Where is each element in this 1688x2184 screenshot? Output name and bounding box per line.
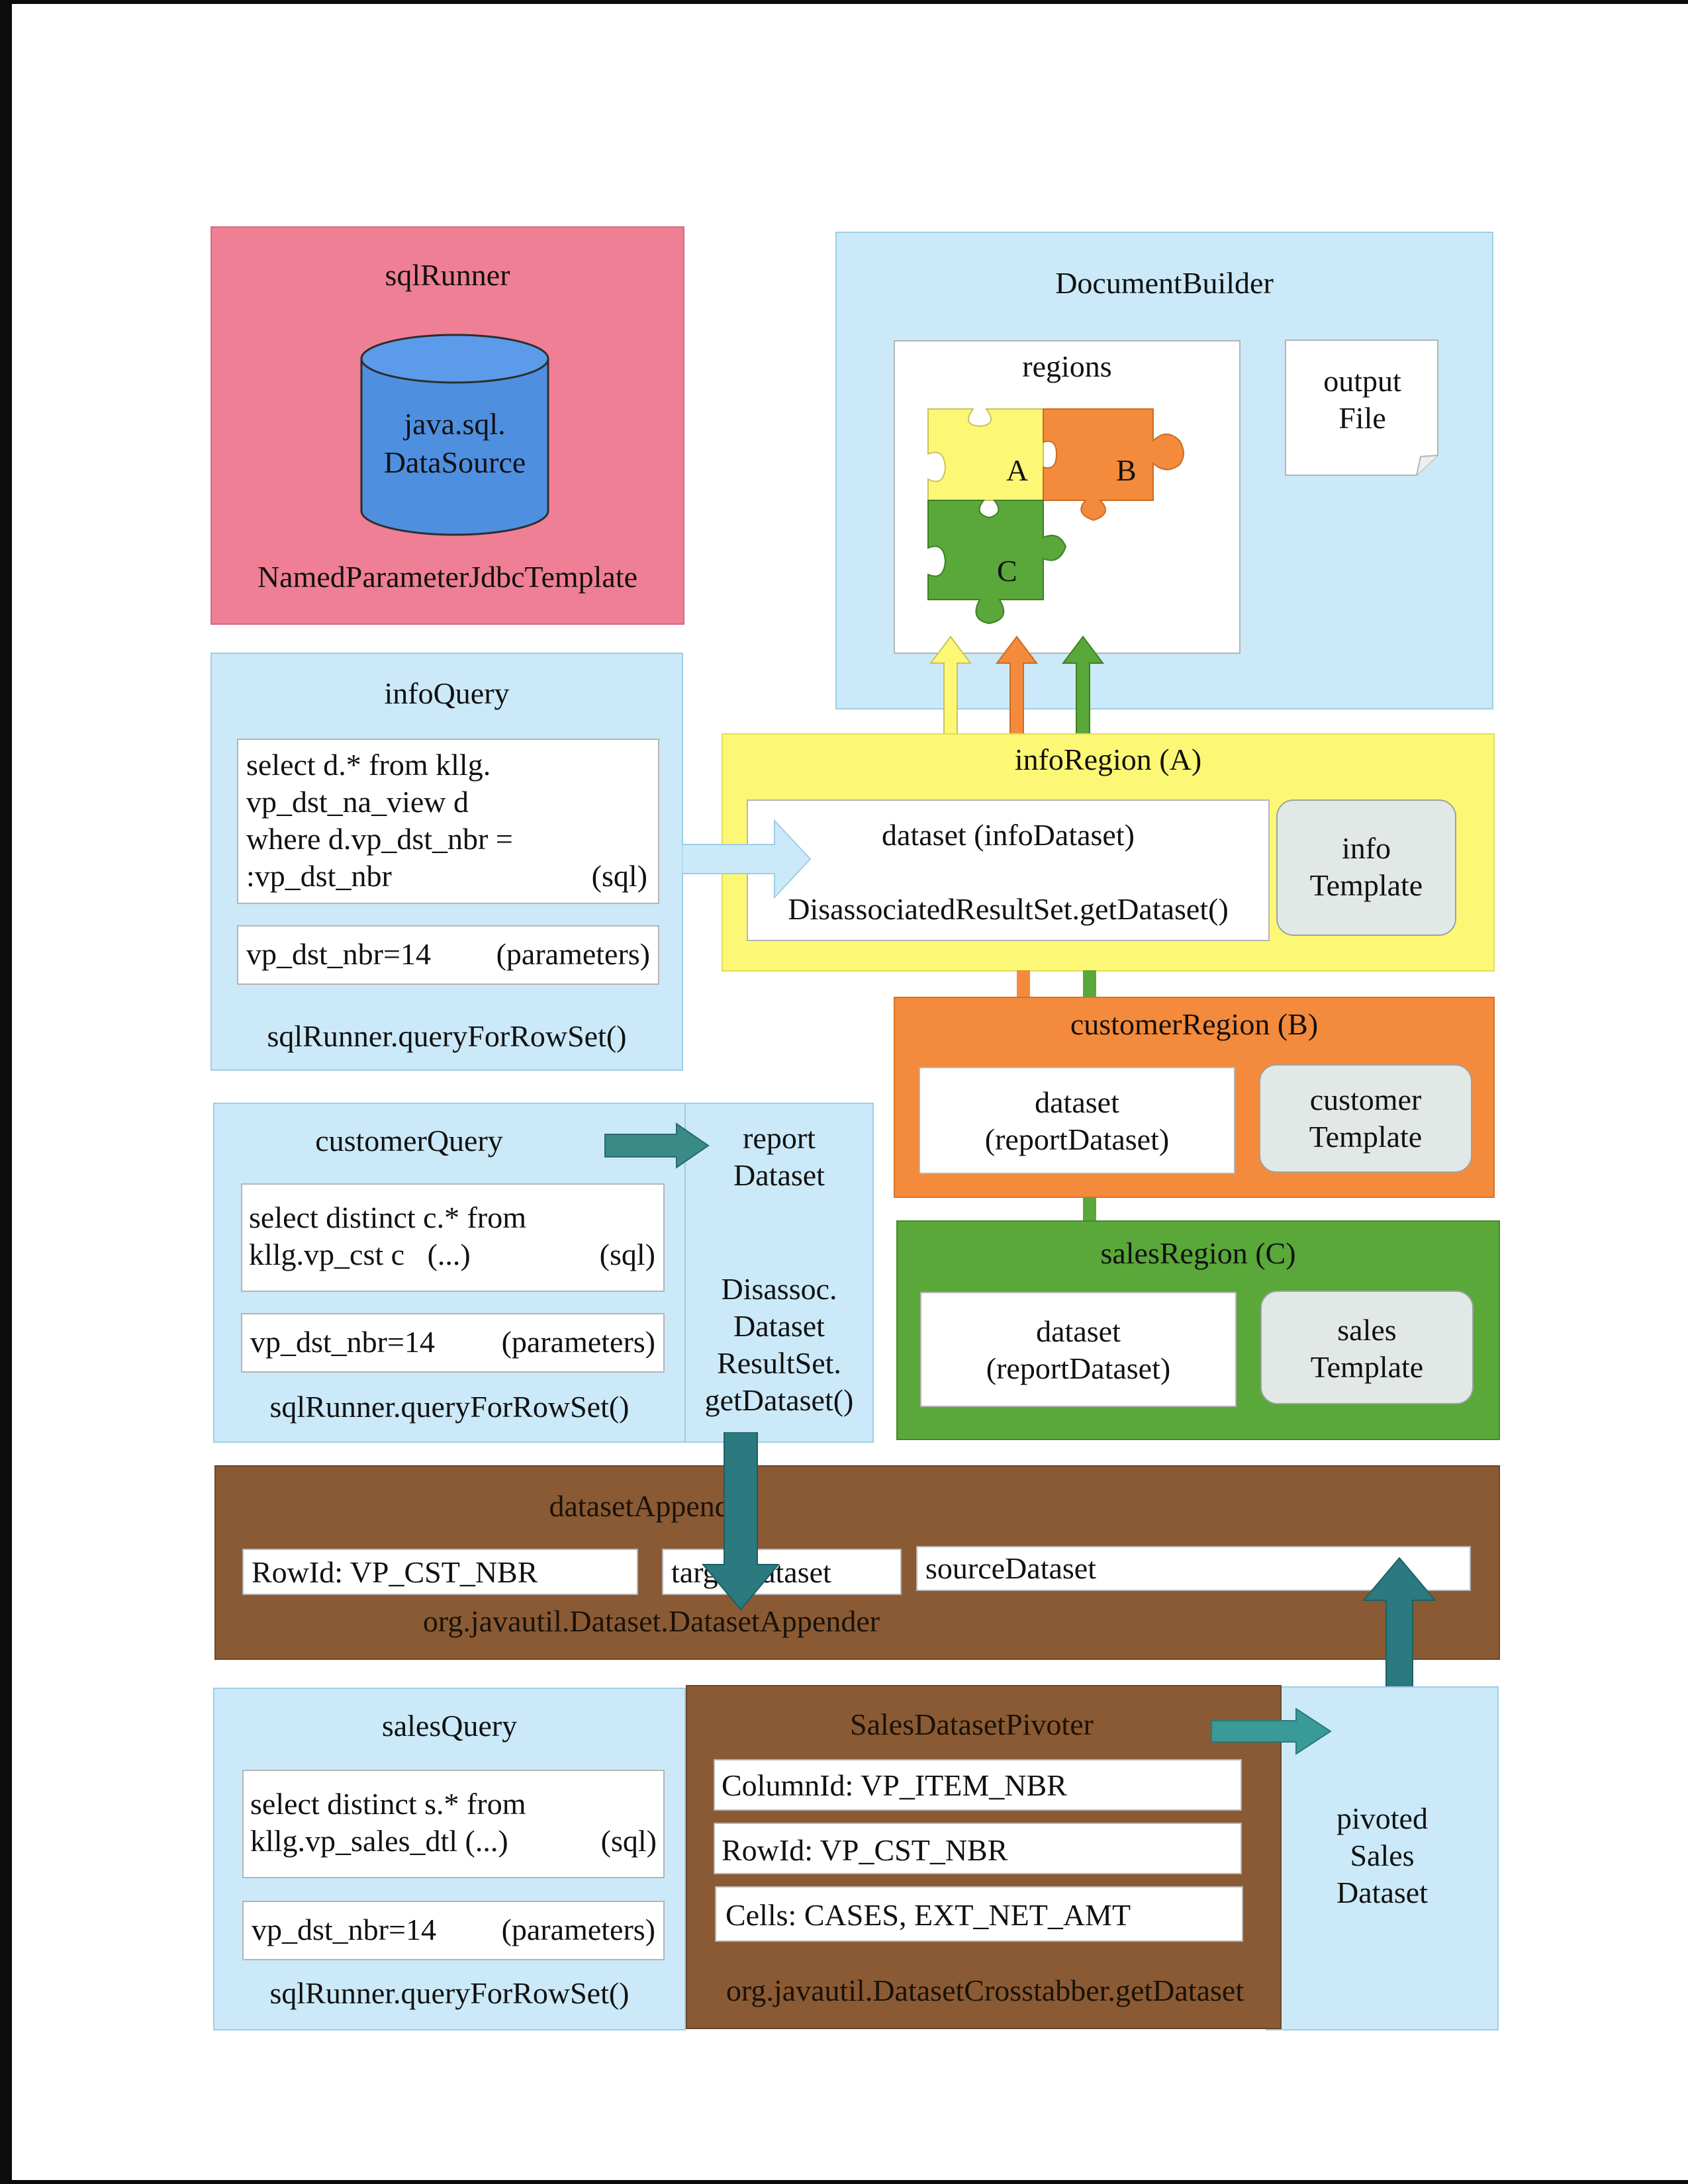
infoquery-sql: select d.* from kllg. vp_dst_na_view d w… [246, 748, 513, 893]
inforegion-dataset-source: DisassociatedResultSet.getDataset() [788, 892, 1229, 926]
customerquery-sql-tag: (sql) [599, 1238, 655, 1271]
page-edge-bottom [0, 2180, 1688, 2184]
pivoter-footer: org.javautil.DatasetCrosstabber.getDatas… [726, 1974, 1244, 2007]
piece-c-label: C [997, 554, 1017, 588]
report-dataset-panel: report Dataset Disassoc. Dataset ResultS… [684, 1103, 874, 1443]
salesquery-params-tag: (parameters) [501, 1913, 655, 1946]
customerregion-dataset: dataset (reportDataset) [984, 1085, 1170, 1156]
pivoter-cells-box: Cells: CASES, EXT_NET_AMT [715, 1886, 1243, 1942]
output-file-label: output File [1323, 364, 1401, 435]
infoquery-to-dataset-arrow [682, 819, 812, 899]
customerquery-sql: select distinct c.* from kllg.vp_cst c (… [249, 1201, 526, 1271]
customerquery-title: customerQuery [315, 1124, 503, 1158]
appender-source: sourceDataset [925, 1551, 1096, 1585]
database-icon [360, 334, 549, 536]
pivoter-cells: Cells: CASES, EXT_NET_AMT [726, 1898, 1131, 1932]
pivoted-dataset-label: pivoted Sales Dataset [1336, 1801, 1428, 1909]
datasetappender-footer: org.javautil.Dataset.DatasetAppender [422, 1604, 880, 1638]
customerregion-template-box: customer Template [1259, 1064, 1472, 1173]
green-connector [1083, 970, 1096, 997]
sqlrunner-title: sqlRunner [385, 258, 510, 292]
page-edge-top [0, 0, 1688, 4]
inforegion-dataset-box: dataset (infoDataset) DisassociatedResul… [747, 799, 1270, 941]
pivoter-columnid: ColumnId: VP_ITEM_NBR [722, 1768, 1067, 1802]
infoquery-sql-tag: (sql) [591, 859, 647, 893]
customerquery-sql-box: select distinct c.* from kllg.vp_cst c (… [241, 1183, 665, 1292]
piece-a-label: A [1006, 453, 1028, 487]
salesregion-template: sales Template [1310, 1313, 1424, 1384]
disassoc-label: Disassoc. Dataset ResultSet. getDataset(… [704, 1272, 854, 1417]
salesquery-sql-tag: (sql) [600, 1824, 657, 1858]
database-label: java.sql. DataSource [383, 407, 526, 479]
page-edge-left [0, 0, 12, 2184]
infoquery-sql-box: select d.* from kllg. vp_dst_na_view d w… [237, 739, 659, 904]
customerquery-params-tag: (parameters) [501, 1325, 655, 1359]
report-to-target-arrow [701, 1432, 780, 1611]
salesquery-footer: sqlRunner.queryForRowSet() [269, 1976, 630, 2010]
customerregion-template: customer Template [1309, 1083, 1423, 1154]
salesquery-sql-box: select distinct s.* from kllg.vp_sales_d… [242, 1770, 665, 1878]
customerquery-params: vp_dst_nbr=14 [250, 1325, 435, 1359]
regions-label: regions [1022, 349, 1112, 383]
datasetappender-title: datasetAppender [549, 1489, 754, 1523]
inforegion-dataset: dataset (infoDataset) [882, 818, 1135, 852]
salesregion-title: salesRegion (C) [1100, 1236, 1296, 1270]
salesregion-dataset: dataset (reportDataset) [986, 1314, 1171, 1385]
pivoter-to-pivoted-arrow [1211, 1707, 1332, 1755]
puzzle-icon: A B C [927, 408, 1184, 625]
pivoter-rowid-box: RowId: VP_CST_NBR [714, 1823, 1242, 1874]
customerquery-to-report-arrow [604, 1122, 710, 1169]
pivoter-rowid: RowId: VP_CST_NBR [722, 1833, 1008, 1867]
infoquery-params-box: vp_dst_nbr=14 (parameters) [237, 925, 659, 985]
sqlrunner-footer: NamedParameterJdbcTemplate [257, 560, 638, 594]
customerquery-footer: sqlRunner.queryForRowSet() [269, 1390, 630, 1424]
customerquery-params-box: vp_dst_nbr=14 (parameters) [241, 1313, 665, 1373]
salesregion-template-box: sales Template [1260, 1291, 1474, 1404]
infoquery-footer: sqlRunner.queryForRowSet() [267, 1019, 627, 1053]
up-arrows-to-regions [929, 635, 1104, 740]
green-connector-2 [1083, 1197, 1096, 1222]
sqlrunner-panel: sqlRunner java.sql. DataSource NamedPara… [211, 226, 684, 625]
appender-rowid: RowId: VP_CST_NBR [252, 1555, 538, 1589]
salesregion-dataset-box: dataset (reportDataset) [920, 1292, 1237, 1407]
salesquery-params: vp_dst_nbr=14 [252, 1913, 436, 1946]
report-dataset-label: report Dataset [733, 1121, 825, 1192]
appender-rowid-box: RowId: VP_CST_NBR [242, 1549, 638, 1595]
inforegion-template: info Template [1309, 831, 1423, 902]
piece-b-label: B [1116, 453, 1137, 487]
salesquery-title: salesQuery [381, 1709, 518, 1743]
pivoter-title: SalesDatasetPivoter [850, 1707, 1094, 1741]
infoquery-title: infoQuery [384, 676, 510, 710]
orange-connector [1017, 970, 1030, 997]
documentbuilder-title: DocumentBuilder [1055, 266, 1274, 300]
infoquery-params-tag: (parameters) [496, 937, 650, 971]
salesquery-params-box: vp_dst_nbr=14 (parameters) [242, 1901, 665, 1960]
output-file-icon [1285, 340, 1438, 476]
infoquery-params: vp_dst_nbr=14 [246, 937, 431, 971]
customerregion-dataset-box: dataset (reportDataset) [919, 1067, 1235, 1174]
pivoter-columnid-box: ColumnId: VP_ITEM_NBR [714, 1759, 1242, 1811]
salesquery-sql: select distinct s.* from kllg.vp_sales_d… [250, 1787, 526, 1858]
customerregion-title: customerRegion (B) [1070, 1007, 1319, 1041]
inforegion-title: infoRegion (A) [1014, 743, 1202, 776]
inforegion-template-box: info Template [1276, 799, 1456, 936]
